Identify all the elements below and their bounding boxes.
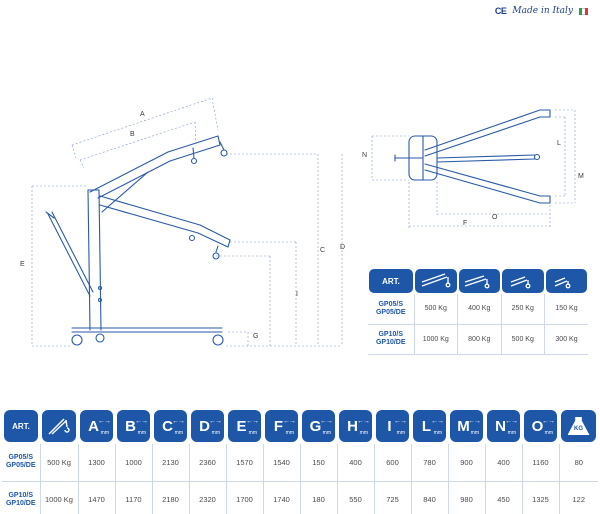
dim-label-m: M (578, 173, 584, 180)
dim-cell: 550 (336, 481, 374, 514)
boom-position-3-icon (502, 269, 544, 293)
model-cell: GP10/S GP10/DE (5, 491, 36, 507)
dim-cell: 1700 (225, 481, 263, 514)
dim-header-e: E←→mm (226, 408, 263, 444)
dimension-table: ART. A←→mm B←→mm C←→mm D←→mm E←→mm F←→mm… (2, 408, 598, 514)
dim-header-f: F←→mm (263, 408, 300, 444)
top-view-crane (394, 109, 551, 204)
dim-header-n: N←→mm (485, 408, 522, 444)
weight-icon: KG (567, 417, 590, 435)
dim-cell: 840 (410, 481, 448, 514)
dim-cell: 400 (336, 444, 374, 482)
dim-cell: 725 (373, 481, 411, 514)
art-header-tile: ART. (369, 269, 413, 293)
dim-header-g: G←→mm (300, 408, 337, 444)
dim-cell: 1570 (225, 444, 263, 482)
dim-cell: 1540 (262, 444, 300, 482)
dimension-row: GP10/S GP10/DE 1000 Kg 1470 1170 2180 23… (2, 481, 598, 514)
capacity-cell: 500 Kg (413, 294, 458, 325)
brand-marks: CE Made in Italy (495, 6, 588, 16)
capacity-cell: 1000 Kg (39, 481, 78, 514)
dim-label-l: L (557, 140, 561, 147)
dim-cell: 1740 (262, 481, 300, 514)
capacity-cell: 250 Kg (500, 294, 545, 325)
dim-cell: 400 (484, 444, 522, 482)
dim-label-b: B (130, 131, 135, 138)
technical-drawing: A B C D E G I L M N O F (20, 97, 584, 347)
dim-label-f: F (463, 220, 467, 227)
dim-cell: 1300 (77, 444, 115, 482)
art-header-tile: ART. (4, 410, 38, 442)
dim-label-g: G (253, 333, 258, 340)
dim-label-o: O (492, 214, 498, 221)
model-cell: GP05/S GP05/DE (2, 444, 40, 482)
capacity-cell: 500 Kg (39, 444, 78, 482)
capacity-row: GP05/S GP05/DE 500 Kg 400 Kg 250 Kg 150 … (368, 294, 588, 325)
capacity-cell: 800 Kg (457, 324, 501, 355)
dim-label-a: A (140, 111, 145, 118)
weight-header: KG (559, 408, 598, 444)
capacity-cell: 500 Kg (500, 324, 545, 355)
capacity-table: ART. GP05/S GP05/DE 500 Kg 400 Kg 250 Kg… (368, 268, 588, 355)
capacity-cell: 300 Kg (544, 324, 588, 355)
made-in-label: Made in Italy (512, 6, 573, 16)
dim-cell: 900 (447, 444, 485, 482)
dim-cell: 1170 (114, 481, 152, 514)
dim-header-o: O←→mm (522, 408, 559, 444)
weight-cell: 122 (558, 481, 598, 514)
dim-header-c: C←→mm (152, 408, 189, 444)
dimension-header-row: ART. A←→mm B←→mm C←→mm D←→mm E←→mm F←→mm… (2, 408, 598, 444)
weight-cell: 80 (558, 444, 598, 482)
crane-hook-icon (42, 410, 76, 442)
dim-label-e: E (20, 261, 25, 268)
dim-header-a: A←→mm (78, 408, 115, 444)
boom-position-2-icon (458, 269, 500, 293)
model-cell: GP05/S GP05/DE (368, 294, 414, 325)
capacity-row: GP10/S GP10/DE 1000 Kg 800 Kg 500 Kg 300… (368, 324, 588, 355)
dimension-row: GP05/S GP05/DE 500 Kg 1300 1000 2130 236… (2, 444, 598, 482)
dim-cell: 2130 (151, 444, 189, 482)
side-view-crane (45, 135, 231, 346)
dim-label-d: D (340, 244, 345, 251)
dim-cell: 2320 (188, 481, 226, 514)
capacity-cell: 150 Kg (544, 294, 588, 325)
dim-header-l: L←→mm (411, 408, 448, 444)
dim-cell: 1470 (77, 481, 115, 514)
dim-cell: 2360 (188, 444, 226, 482)
dim-cell: 1325 (521, 481, 559, 514)
boom-position-1-icon (415, 269, 457, 293)
capacity-cell: 1000 Kg (413, 324, 458, 355)
dim-cell: 450 (484, 481, 522, 514)
dim-header-h: H←→mm (337, 408, 374, 444)
boom-position-4-icon (545, 269, 587, 293)
dim-label-n: N (362, 152, 367, 159)
model-cell: GP10/S GP10/DE (368, 324, 414, 355)
dim-cell: 150 (299, 444, 337, 482)
dim-header-b: B←→mm (115, 408, 152, 444)
ce-mark: CE (494, 6, 507, 16)
italy-flag-icon (579, 7, 588, 15)
dim-header-d: D←→mm (189, 408, 226, 444)
dim-header-i: I←→mm (374, 408, 411, 444)
capacity-header-row: ART. (368, 268, 588, 294)
dim-label-i: I (296, 291, 298, 298)
dim-cell: 1000 (114, 444, 152, 482)
dim-cell: 180 (299, 481, 337, 514)
dim-cell: 980 (447, 481, 485, 514)
dim-cell: 780 (410, 444, 448, 482)
dim-label-c: C (320, 247, 325, 254)
capacity-cell: 400 Kg (457, 294, 501, 325)
dim-cell: 2180 (151, 481, 189, 514)
dim-cell: 1160 (521, 444, 559, 482)
dim-cell: 600 (373, 444, 411, 482)
dim-header-m: M←→mm (448, 408, 485, 444)
